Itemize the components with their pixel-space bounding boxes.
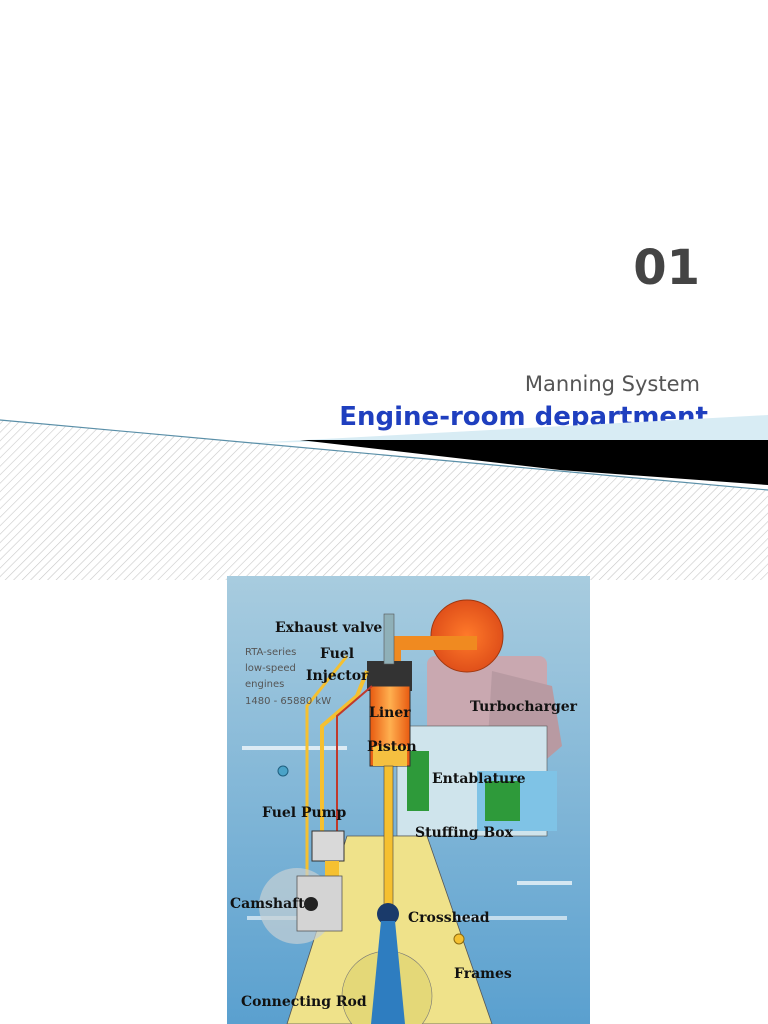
- info-line-2: low-speed: [245, 663, 296, 674]
- label-piston: Piston: [367, 739, 417, 755]
- label-camshaft: Camshaft: [230, 896, 305, 912]
- label-exhaust-valve: Exhaust valve: [275, 620, 382, 636]
- decorative-band: [0, 415, 768, 580]
- label-frames: Frames: [454, 966, 512, 982]
- label-turbocharger: Turbocharger: [470, 699, 578, 715]
- lub-nipple-left: [277, 765, 289, 777]
- band-black: [300, 440, 768, 485]
- info-line-1: RTA-series: [245, 647, 296, 658]
- frame-right-rail: [517, 881, 572, 885]
- label-injector: Injector: [306, 668, 369, 684]
- crosshead: [377, 903, 399, 925]
- slide-subtitle: Manning System: [524, 372, 700, 396]
- exhaust-pipe: [387, 636, 477, 650]
- label-connecting-rod: Connecting Rod: [241, 994, 367, 1010]
- band-hatch: [0, 420, 768, 580]
- green-panel: [485, 781, 520, 821]
- band-light-blue: [250, 415, 768, 443]
- camshaft-hub: [304, 897, 318, 911]
- label-fuel: Fuel: [320, 646, 354, 662]
- label-entablature: Entablature: [432, 771, 526, 787]
- label-crosshead: Crosshead: [408, 910, 490, 926]
- red-line: [336, 685, 373, 836]
- fuel-pump-body: [311, 830, 345, 862]
- slide-number: 01: [633, 240, 700, 296]
- frame-left-rail: [242, 746, 347, 750]
- green-plate: [407, 751, 429, 811]
- engine-diagram: Exhaust valve Fuel Injector Liner Piston…: [227, 576, 590, 1024]
- connecting-rod: [371, 921, 405, 1024]
- label-stuffing-box: Stuffing Box: [415, 825, 514, 841]
- fuel-pump-base: [325, 861, 339, 879]
- fuel-line: [320, 670, 369, 846]
- label-fuel-pump: Fuel Pump: [262, 805, 346, 821]
- label-liner: Liner: [369, 705, 411, 721]
- info-line-4: 1480 - 65880 kW: [245, 696, 331, 707]
- piston-rod: [383, 765, 394, 907]
- lub-nipple-right: [453, 933, 465, 945]
- fuel-line-2: [305, 655, 349, 876]
- piston-block: [373, 746, 407, 766]
- exhaust-valve-stem: [383, 613, 395, 665]
- band-edge-line: [0, 419, 768, 491]
- info-line-3: engines: [245, 679, 284, 690]
